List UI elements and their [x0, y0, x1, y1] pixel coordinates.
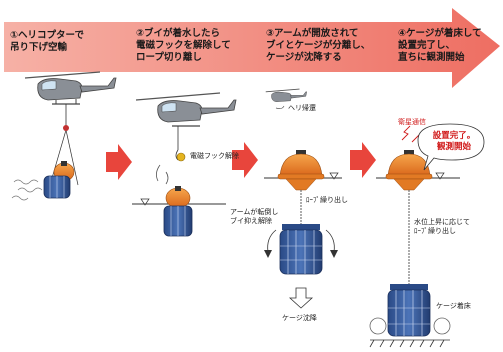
cage-landed-label: ケージ着床	[436, 302, 471, 310]
cage-icon	[279, 224, 323, 275]
waves-icon	[11, 179, 43, 201]
step-3-label: ③アームが開放されて ブイとケージが分離し、 ケージが沈降する	[266, 28, 371, 63]
antenna-signal-icon	[401, 125, 421, 143]
rope-out-2-label: 水位上昇に応じて ﾛｰﾌﾟ繰り出し	[414, 218, 470, 235]
down-arrow-icon	[288, 287, 314, 309]
right-arrow-icon	[106, 144, 132, 180]
step-1-label: ①ヘリコプターで 吊り下げ空輸	[10, 30, 84, 53]
timeline-banner-arrow	[4, 8, 500, 88]
water-level-icon	[435, 172, 445, 180]
hook-release-label: 電磁フック解除	[190, 152, 239, 160]
heli-leaves-label: ヘリ帰還	[288, 104, 316, 112]
water-level-icon	[140, 198, 150, 206]
cage-icon	[43, 175, 71, 199]
hook-icon	[63, 125, 69, 131]
buoy-icon	[165, 186, 191, 209]
step-2-label: ②ブイが着水したら 電磁フックを解除して ロープ切り離し	[136, 28, 231, 63]
speech-bubble	[417, 123, 485, 171]
helicopter-icon	[265, 88, 307, 102]
helicopter-icon	[135, 92, 237, 127]
helicopter-icon	[24, 71, 117, 105]
right-arrow-icon	[232, 142, 258, 178]
right-arrow-icon	[350, 142, 376, 178]
seabed-icon	[369, 339, 450, 348]
step-4-label: ④ケージが着床して 設置完了し、 直ちに観測開始	[398, 28, 482, 63]
buoy-icon	[385, 150, 433, 191]
cage-icon	[387, 284, 431, 337]
hook-icon	[176, 152, 186, 162]
cage-icon	[163, 205, 193, 237]
satellite-comm-label: 衛星通信	[398, 118, 426, 126]
buoy-icon	[277, 150, 325, 191]
water-level-icon	[329, 172, 339, 180]
cage-sinks-label: ケージ沈降	[282, 314, 317, 322]
bubble-text: 設置完了。 観測開始	[432, 131, 476, 152]
arm-open-label: アームが転倒し ブイ抑え解除	[230, 208, 279, 225]
rope-out-label: ﾛｰﾌﾟ繰り出し	[306, 196, 348, 204]
